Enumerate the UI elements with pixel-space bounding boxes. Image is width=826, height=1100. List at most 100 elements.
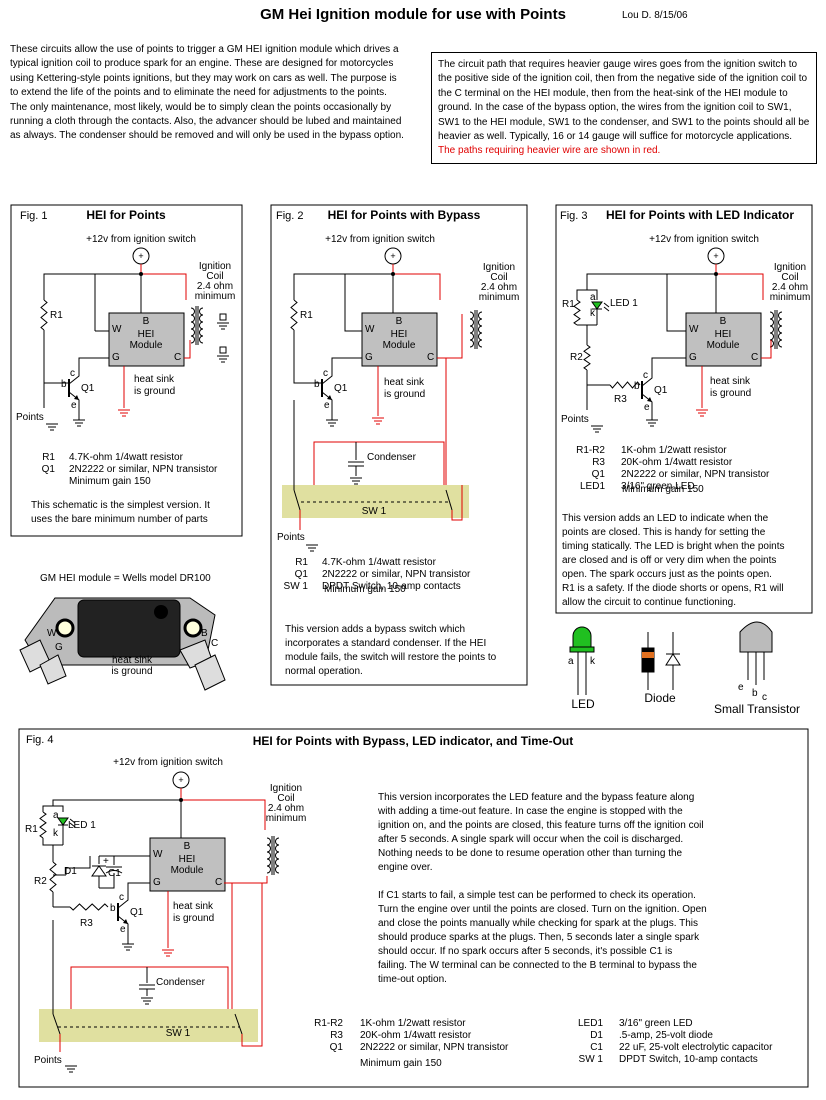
wire [65, 856, 91, 875]
gain-label: Minimum gain 150 [69, 476, 151, 487]
q1-e: e [644, 402, 650, 413]
terminal-w: W [112, 324, 122, 335]
sw1-switch [39, 1009, 258, 1042]
pic-terminal-g: G [55, 642, 63, 653]
q1-b: b [314, 379, 320, 390]
wire [99, 873, 115, 889]
figure-frame [270, 204, 528, 686]
fig4-desc-line: This version incorporates the LED featur… [378, 792, 694, 803]
module-terminal [39, 654, 67, 685]
resistor [49, 861, 57, 893]
description-line: timing statically. The LED is bright whe… [562, 541, 785, 552]
heavy-wire [392, 264, 441, 300]
transistor-arrow [74, 395, 79, 400]
hei-module-picture: GM HEI module = Wells model DR100WGBChea… [19, 573, 226, 691]
terminal-g: G [689, 352, 697, 363]
q1-label: Q1 [334, 383, 348, 394]
part-desc: 1K-ohm 1/2watt resistor [621, 445, 727, 456]
r2-label: R2 [34, 876, 47, 887]
diode-symbol [665, 653, 681, 666]
wire [293, 273, 393, 300]
fig4-desc-line: and close the points manually while chec… [378, 918, 698, 929]
c1-plus: + [103, 856, 109, 867]
resistor [39, 811, 47, 839]
coil-label: minimum [195, 291, 236, 302]
q1-c: c [323, 368, 328, 379]
supply-plus: + [178, 775, 183, 785]
description-line: open. The spark occurs just as the point… [562, 569, 772, 580]
fig1-heading: HEI for Points [86, 208, 166, 222]
part-ref: Q1 [330, 1042, 344, 1053]
resistor [40, 299, 48, 331]
heatsink-label: heat sink [173, 901, 214, 912]
fig4-label: Fig. 4 [26, 734, 54, 746]
part-desc: 3/16" green LED [619, 1018, 693, 1029]
heavy-wire [70, 966, 229, 1010]
heavy-wire [180, 788, 266, 830]
part-desc: 20K-ohm 1/4watt resistor [360, 1030, 472, 1041]
diode-picture [641, 647, 655, 673]
coil-winding [190, 335, 195, 344]
description-line: are closed and is off or very dim when t… [562, 555, 776, 566]
wire [43, 273, 141, 300]
diode-caption: Diode [644, 691, 676, 705]
coil-label: Ignition [483, 262, 515, 273]
resistor [609, 381, 641, 389]
led-a: a [590, 292, 596, 303]
coil-label: Coil [206, 271, 223, 282]
part-desc: 2N2222 or similar, NPN transistor [69, 464, 218, 475]
tr-b: b [752, 688, 758, 699]
heatsink-label: heat sink [134, 374, 175, 385]
part-desc: .5-amp, 25-volt diode [619, 1030, 713, 1041]
led-ray [603, 306, 610, 312]
q1-e: e [71, 400, 77, 411]
figure-frame [10, 204, 243, 537]
terminal-w: W [365, 324, 375, 335]
wire [576, 289, 587, 300]
coil-winding [266, 865, 271, 874]
led-ray [603, 302, 610, 308]
led-ray [69, 818, 76, 824]
gain-label: Minimum gain 150 [622, 484, 704, 495]
r1-label: R1 [300, 310, 313, 321]
module-label: Module [130, 340, 163, 351]
heavy-wire [451, 485, 463, 521]
tr-e: e [738, 682, 744, 693]
description-line: module fails, the switch will restore th… [285, 652, 497, 663]
description-line: points are closed. This is handy for set… [562, 527, 766, 538]
description-line: This version adds an LED to indicate whe… [562, 513, 769, 524]
tr-c: c [762, 692, 767, 703]
q1-b: b [110, 903, 116, 914]
wire [651, 357, 686, 370]
sw1-label: SW 1 [166, 1028, 191, 1039]
supply-plus: + [138, 251, 143, 261]
q1-e: e [324, 400, 330, 411]
author-date: Lou D. 8/15/06 [622, 10, 688, 21]
part-ref: C1 [590, 1042, 603, 1053]
part-ref: R3 [330, 1030, 343, 1041]
part-desc: 4.7K-ohm 1/4watt resistor [69, 452, 184, 463]
part-desc: DPDT Switch, 10-amp contacts [322, 581, 461, 592]
part-ref: R1 [42, 452, 55, 463]
description-line: incorporates a standard condenser. If th… [285, 638, 486, 649]
coil-label: Coil [781, 272, 798, 283]
part-ref: Q1 [42, 464, 56, 475]
led-k: k [590, 308, 596, 319]
wire [52, 799, 181, 806]
fig4-desc-line: Nothing needs to be done to resume opera… [378, 848, 683, 859]
led-caption: LED [571, 697, 595, 711]
part-desc: 2N2222 or similar, NPN transistor [360, 1042, 509, 1053]
led-ray [69, 822, 76, 828]
heatsink-label: is ground [710, 388, 751, 399]
pic-terminal-b: B [201, 628, 208, 639]
fig4-desc-line: after 5 seconds. A single spark will occ… [378, 834, 683, 845]
part-desc: DPDT Switch, 10-amp contacts [619, 1054, 758, 1065]
part-ref: LED1 [580, 481, 605, 492]
coil-label: minimum [266, 813, 307, 824]
condenser-label: Condenser [367, 452, 417, 463]
condenser-label: Condenser [156, 977, 206, 988]
